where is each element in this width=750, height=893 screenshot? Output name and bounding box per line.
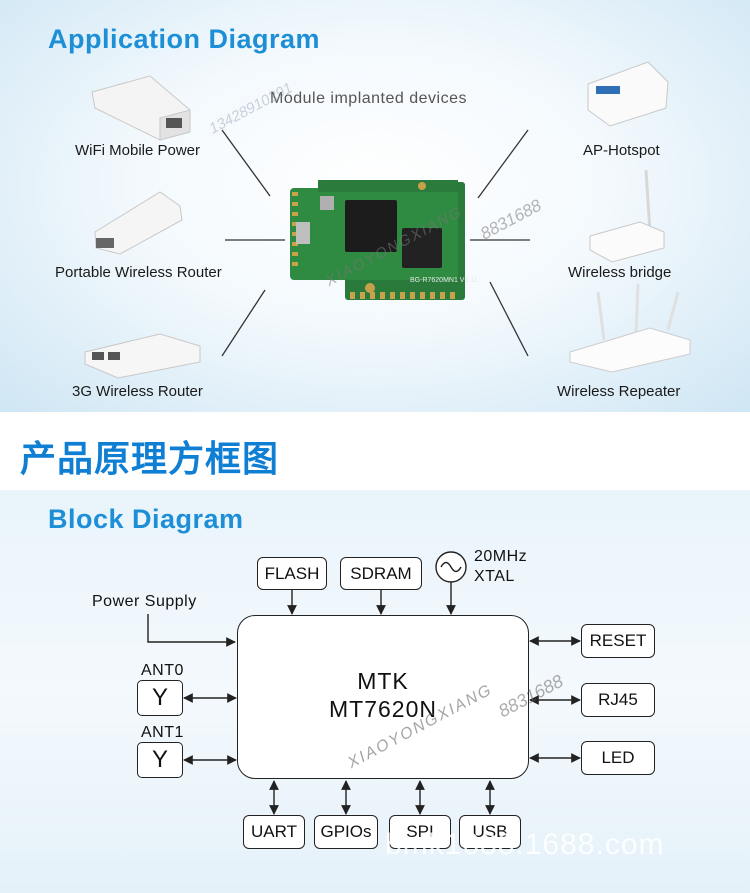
flash-block: FLASH [257,557,327,590]
wifi-mobile-power-image [91,75,191,141]
device-label-3g-wireless-router: 3G Wireless Router [72,383,203,400]
gpios-block: GPIOs [314,815,378,849]
connector-line [221,289,266,357]
power-wire [147,614,236,647]
connector-line [489,281,529,357]
usb-block: USB [459,815,521,849]
application-graphics: BG-R7620MN1 V6.11 [84,61,691,379]
chip-model: MT7620N [329,696,437,722]
device-label-wifi-mobile-power: WiFi Mobile Power [75,142,201,159]
3g-wireless-router-image [84,333,201,379]
uart-block: UART [243,815,305,849]
ap-hotspot-image [587,61,669,127]
application-diagram-panel: Application Diagram Module implanted dev… [0,0,750,412]
block-diagram-wires [147,551,581,815]
chinese-title-band: 产品原理方框图 [0,412,750,490]
module-caption: Module implanted devices [270,90,467,107]
sdram-block: SDRAM [340,557,422,590]
pcb-marking: BG-R7620MN1 V6.11 [410,277,478,284]
device-label-wireless-bridge: Wireless bridge [568,264,672,281]
device-label-portable-wireless-router: Portable Wireless Router [55,264,222,281]
chip-vendor: MTK [357,668,409,694]
xtal-label: XTAL [474,568,515,585]
ant1-antenna-symbol: Y [137,742,183,778]
wifi-module-pcb: BG-R7620MN1 V6.11 [290,180,478,300]
block-diagram-title: Block Diagram [48,504,244,534]
device-label-ap-hotspot: AP-Hotspot [583,142,660,159]
ant0-label: ANT0 [141,662,184,679]
watermark-shop-url: bmk1688.1688.com [385,828,665,861]
power-supply-label: Power Supply [92,593,197,610]
rj45-block: RJ45 [581,683,655,717]
application-diagram-title: Application Diagram [48,24,321,54]
wireless-bridge-image [589,169,665,263]
xtal-frequency: 20MHz [474,548,528,565]
ant1-label: ANT1 [141,724,184,741]
device-label-wireless-repeater: Wireless Repeater [557,383,681,400]
block-diagram-panel: Block Diagram [0,490,750,893]
ant0-antenna-symbol: Y [137,680,183,716]
wireless-repeater-image [569,283,691,373]
reset-block: RESET [581,624,655,658]
led-block: LED [581,741,655,775]
spi-block: SPI [389,815,451,849]
connector-line [477,129,529,199]
portable-wireless-router-image [94,191,183,255]
chinese-block-diagram-title: 产品原理方框图 [20,439,280,480]
connector-line [221,129,271,197]
oscillator-icon [435,551,467,583]
mcu-chip-block: MTK MT7620N [237,615,529,779]
